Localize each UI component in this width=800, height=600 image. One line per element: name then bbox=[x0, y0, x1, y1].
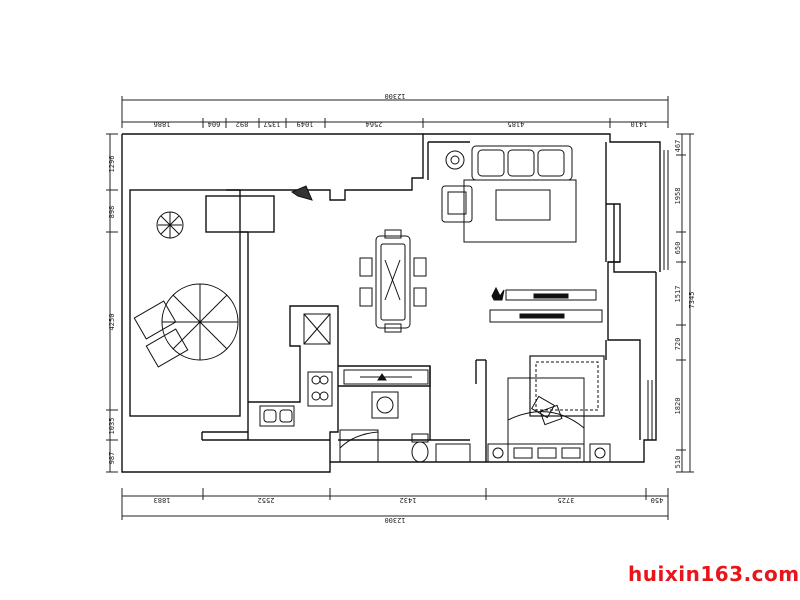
right-segment-label: 467 bbox=[674, 140, 682, 153]
lamp-icon bbox=[445, 150, 465, 170]
right-segment-label: 510 bbox=[674, 456, 682, 469]
right-segment-label: 1958 bbox=[674, 188, 682, 205]
top-segment-label: 2564 bbox=[366, 120, 383, 128]
right-segment-label: 1517 bbox=[674, 286, 682, 303]
bottom-segment-label: 450 bbox=[651, 496, 664, 504]
washbasin-icon bbox=[343, 369, 429, 385]
rug-icon bbox=[529, 355, 605, 417]
top-segment-label: 1357 bbox=[264, 120, 281, 128]
tv-cabinet-icon bbox=[489, 289, 603, 323]
plant-icon bbox=[491, 286, 505, 301]
toilet-icon bbox=[411, 433, 429, 463]
bottom-segment-label: 2552 bbox=[258, 496, 275, 504]
furniture bbox=[133, 145, 611, 463]
stove-icon bbox=[307, 371, 333, 407]
nightstand-icon bbox=[589, 443, 611, 463]
top-segment-label: 1886 bbox=[154, 120, 171, 128]
top-total-label: 12300 bbox=[384, 92, 405, 100]
top-segment-label: 1049 bbox=[297, 120, 314, 128]
washing-machine-icon bbox=[371, 391, 399, 419]
left-segment-label: 987 bbox=[108, 452, 116, 465]
left-segment-label: 1296 bbox=[108, 156, 116, 173]
top-segment-label: 4185 bbox=[508, 120, 525, 128]
top-segment-label: 892 bbox=[236, 120, 249, 128]
dimension-labels: 12300 1886 604 892 1357 1049 2564 4185 1… bbox=[108, 92, 696, 524]
bed-icon bbox=[507, 377, 585, 463]
dining-table-icon bbox=[359, 229, 427, 333]
nightstand-icon bbox=[487, 443, 509, 463]
left-segment-label: 4250 bbox=[108, 314, 116, 331]
left-segment-label: 898 bbox=[108, 206, 116, 219]
left-segment-label: 1035 bbox=[108, 418, 116, 435]
dimension-lines bbox=[106, 96, 694, 520]
sink-icon bbox=[259, 405, 295, 427]
north-arrow-icon bbox=[290, 185, 313, 201]
right-segment-label: 650 bbox=[674, 242, 682, 255]
bottom-segment-label: 3725 bbox=[558, 496, 575, 504]
walls bbox=[121, 133, 669, 473]
bottom-total-label: 12300 bbox=[384, 516, 405, 524]
right-segment-label: 720 bbox=[674, 338, 682, 351]
right-total-label: 7345 bbox=[688, 292, 696, 309]
top-segment-label: 604 bbox=[208, 120, 221, 128]
right-segment-label: 1820 bbox=[674, 398, 682, 415]
umbrella-icon bbox=[133, 283, 239, 368]
sofa-icon bbox=[441, 145, 577, 243]
cabinet-icon bbox=[435, 443, 471, 463]
top-segment-label: 1410 bbox=[631, 120, 648, 128]
watermark-logo: huixin163.com bbox=[628, 562, 800, 586]
fridge-icon bbox=[303, 313, 331, 345]
shower-icon bbox=[339, 429, 379, 463]
bottom-segment-label: 1432 bbox=[400, 496, 417, 504]
bottom-segment-label: 1883 bbox=[154, 496, 171, 504]
